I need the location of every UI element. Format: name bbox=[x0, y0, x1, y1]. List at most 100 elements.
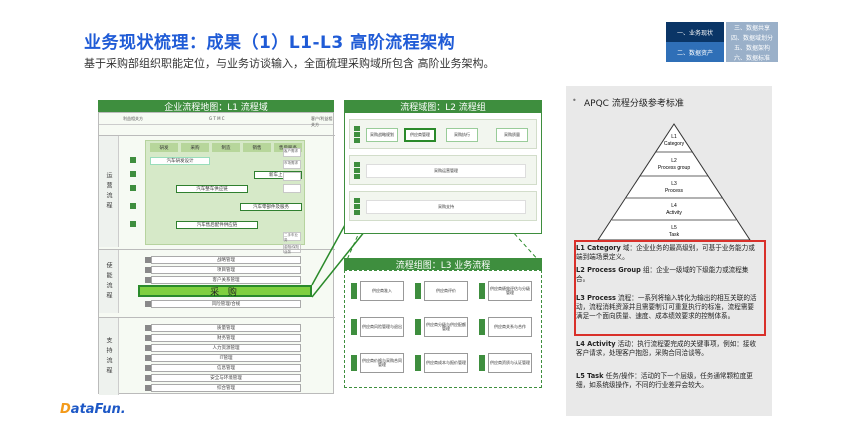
bar-label: 综合管理 bbox=[217, 386, 235, 391]
l1-head-mid: G T M C bbox=[209, 116, 225, 121]
l3-item[interactable]: 供应商资质与认证管理 bbox=[479, 353, 535, 373]
l3-row: 供应商价格与采购合同管理 供应商成本与报价管理 供应商资质与认证管理 bbox=[351, 351, 537, 377]
page-subtitle: 基于采购部组织职能定位，与业务访谈输入，全面梳理采购域所包含 高阶业务架构。 bbox=[84, 57, 495, 70]
right-cell: 客户需求 bbox=[283, 148, 301, 157]
pyramid-name-l2: Process group bbox=[658, 165, 690, 171]
bar-label: 客户关系管理 bbox=[212, 278, 240, 283]
bullet-dot: • bbox=[572, 96, 577, 105]
bar-label: 人力资源管理 bbox=[212, 346, 240, 351]
l1-support-bar[interactable]: 人力资源管理 bbox=[145, 344, 301, 352]
l1-support-bar[interactable]: 财务管理 bbox=[145, 334, 301, 342]
nav-item-data-standard[interactable]: 六、数据标准 bbox=[726, 52, 778, 62]
pyramid-code-l5: L5 bbox=[671, 225, 677, 231]
right-cell: 二手车业务 bbox=[283, 232, 301, 242]
green-marker bbox=[130, 185, 136, 191]
l3-item[interactable]: 供应商关系与合作 bbox=[479, 317, 535, 337]
l1-support-bar[interactable]: 综合管理 bbox=[145, 384, 301, 392]
green-marker bbox=[130, 157, 136, 163]
apqc-heading: APQC 流程分级参考标准 bbox=[584, 99, 684, 109]
apqc-panel: • APQC 流程分级参考标准 L1 Category L2 Process g… bbox=[566, 86, 772, 416]
l3-item[interactable]: 供应商准入 bbox=[351, 281, 407, 301]
l2-box[interactable]: 采购执行 bbox=[446, 128, 478, 142]
right-cell bbox=[283, 184, 301, 193]
l2-wide-box[interactable]: 采购支持 bbox=[366, 200, 526, 214]
l1-support-bar[interactable]: 信息管理 bbox=[145, 364, 301, 372]
l3-item[interactable]: 供应商价格与采购合同管理 bbox=[351, 353, 407, 373]
l2-box[interactable]: 采购战略规划 bbox=[366, 128, 398, 142]
l3-label: 供应商准入 bbox=[360, 281, 404, 301]
nav-item-data-sharing[interactable]: 三、数据共享 bbox=[726, 22, 778, 32]
l1-bar-aftersales-parts[interactable]: 汽车售后配件供应链 bbox=[176, 221, 258, 229]
logo-mark: D bbox=[60, 402, 71, 417]
l1-mgmt-bar[interactable]: 客户关系管理 bbox=[145, 276, 301, 284]
nav-item-data-assets[interactable]: 二、数据资产 bbox=[666, 42, 724, 62]
l1-mgmt-bar[interactable]: 项目管理 bbox=[145, 266, 301, 274]
l3-label: 供应商成本与报价管理 bbox=[424, 353, 468, 373]
pyramid-name-l5: Task bbox=[669, 232, 680, 238]
col-head-manufacture: 制造 bbox=[212, 143, 240, 152]
l1-mgmt-bar[interactable]: 战略管理 bbox=[145, 256, 301, 264]
l2-wide-box[interactable]: 采购运营管理 bbox=[366, 164, 526, 178]
pyramid-code-l2: L2 bbox=[671, 158, 677, 164]
bar-label: 财务管理 bbox=[217, 336, 235, 341]
def-term: L2 Process Group bbox=[576, 266, 641, 274]
l1-support-section: 支持流程 质量管理 财务管理 人力资源管理 IT管理 信息管理 安全与环境管理 … bbox=[99, 317, 335, 395]
pyramid-code-l4: L4 bbox=[671, 203, 677, 209]
apqc-pyramid: L1 Category L2 Process group L3 Process … bbox=[597, 123, 751, 241]
l3-item[interactable]: 供应商绩效评估与分级管理 bbox=[479, 281, 535, 301]
l3-business-process: 供应商准入 供应商评价 供应商绩效评估与分级管理 供应商风险管理与退出 供应商分… bbox=[344, 270, 542, 388]
pyramid-name-l1: Category bbox=[664, 141, 685, 147]
l1-header-row: 利益相关方 G T M C 客户/利益相关方 bbox=[99, 113, 333, 127]
l1-bar-launch[interactable]: 新车上市 bbox=[254, 171, 302, 179]
l2-box[interactable]: 采购质量 bbox=[496, 128, 528, 142]
l3-label: 供应商关系与合作 bbox=[488, 317, 532, 337]
l1-bar-rd[interactable]: 汽车研发设计 bbox=[150, 157, 210, 165]
l3-item[interactable]: 供应商评价 bbox=[415, 281, 471, 301]
l2-band: 流程域图：L2 流程组 bbox=[344, 100, 542, 113]
l3-row: 供应商准入 供应商评价 供应商绩效评估与分级管理 bbox=[351, 279, 537, 305]
l2-process-group: 采购战略规划 供应商管理 采购执行 采购质量 采购运营管理 采购支持 bbox=[344, 112, 542, 234]
section-nav: 一、业务现状 二、数据资产 三、数据共享 四、数据域划分 五、数据架构 六、数据… bbox=[666, 22, 778, 62]
l3-item[interactable]: 供应商成本与报价管理 bbox=[415, 353, 471, 373]
def-l2: L2 Process Group 组：企业一级域的下级能力或流程集合。 bbox=[576, 266, 760, 284]
nav-item-business-status[interactable]: 一、业务现状 bbox=[666, 22, 724, 42]
l3-label: 供应商价格与采购合同管理 bbox=[360, 353, 404, 373]
def-l4: L4 Activity 活动：执行流程要完成的关键事项，例如：接收客户请求，处理… bbox=[576, 340, 760, 358]
l1-mgmt-bar[interactable]: 风险管理/合规 bbox=[145, 300, 301, 308]
l3-label: 供应商绩效评估与分级管理 bbox=[488, 281, 532, 301]
l2-row-marker bbox=[354, 162, 362, 180]
l2-row-marker bbox=[354, 126, 362, 144]
def-l5: L5 Task 任务/操作：活动的下一个层级，任务通常颗粒度更细，如系统级操作，… bbox=[576, 372, 760, 390]
l1-bar-vehicle-supply[interactable]: 汽车整车供应链 bbox=[176, 185, 248, 193]
l2-box-selected[interactable]: 供应商管理 bbox=[404, 128, 436, 142]
def-text: 任务/操作：活动的下一个层级，任务通常颗粒度更细，如系统级操作，不同的行业差异会… bbox=[576, 372, 753, 390]
col-head-purchase: 采购 bbox=[181, 143, 209, 152]
green-marker bbox=[130, 203, 136, 209]
col-head-rd: 研发 bbox=[150, 143, 178, 152]
purchase-highlight-bar[interactable]: 采 购 bbox=[138, 285, 312, 298]
l1-support-bar[interactable]: 质量管理 bbox=[145, 324, 301, 332]
def-term: L1 Category bbox=[576, 244, 621, 252]
l1-mgmt-section: 使能流程 战略管理 项目管理 客户关系管理 风险管理/合规 bbox=[99, 249, 335, 313]
l1-support-bar[interactable]: IT管理 bbox=[145, 354, 301, 362]
l1-bar-parts-service[interactable]: 汽车零部件及服务 bbox=[240, 203, 302, 211]
l3-item[interactable]: 供应商风险管理与退出 bbox=[351, 317, 407, 337]
bar-label: 信息管理 bbox=[217, 366, 235, 371]
nav-item-data-domain[interactable]: 四、数据域划分 bbox=[726, 32, 778, 42]
l3-item[interactable]: 供应商分级与供应配额管理 bbox=[415, 317, 471, 337]
right-cell bbox=[283, 172, 301, 181]
pyramid-code-l1: L1 bbox=[671, 134, 677, 140]
l1-ops-label: 运营流程 bbox=[99, 136, 119, 247]
nav-item-data-arch[interactable]: 五、数据架构 bbox=[726, 42, 778, 52]
pyramid-name-l3: Process bbox=[665, 188, 684, 194]
def-text: 组：企业一级域的下级能力或流程集合。 bbox=[576, 266, 749, 284]
datafun-logo: DataFun. bbox=[60, 402, 126, 417]
right-cell: 市场需求 bbox=[283, 160, 301, 169]
l1-support-bar[interactable]: 安全与环境管理 bbox=[145, 374, 301, 382]
def-text: 流程：一系列将输入转化为输出的相互关联的活动，流程消耗资源并且需要制订可重复执行… bbox=[576, 294, 757, 321]
def-l3: L3 Process 流程：一系列将输入转化为输出的相互关联的活动，流程消耗资源… bbox=[576, 294, 760, 322]
bar-label: 安全与环境管理 bbox=[210, 376, 242, 381]
page-title: 业务现状梳理：成果（1）L1-L3 高阶流程架构 bbox=[84, 33, 456, 53]
l3-band: 流程组图：L3 业务流程 bbox=[344, 258, 542, 271]
def-l1: L1 Category 域：企业业务的最高级别，可基于业务能力或端到端场景定义。 bbox=[576, 244, 760, 262]
